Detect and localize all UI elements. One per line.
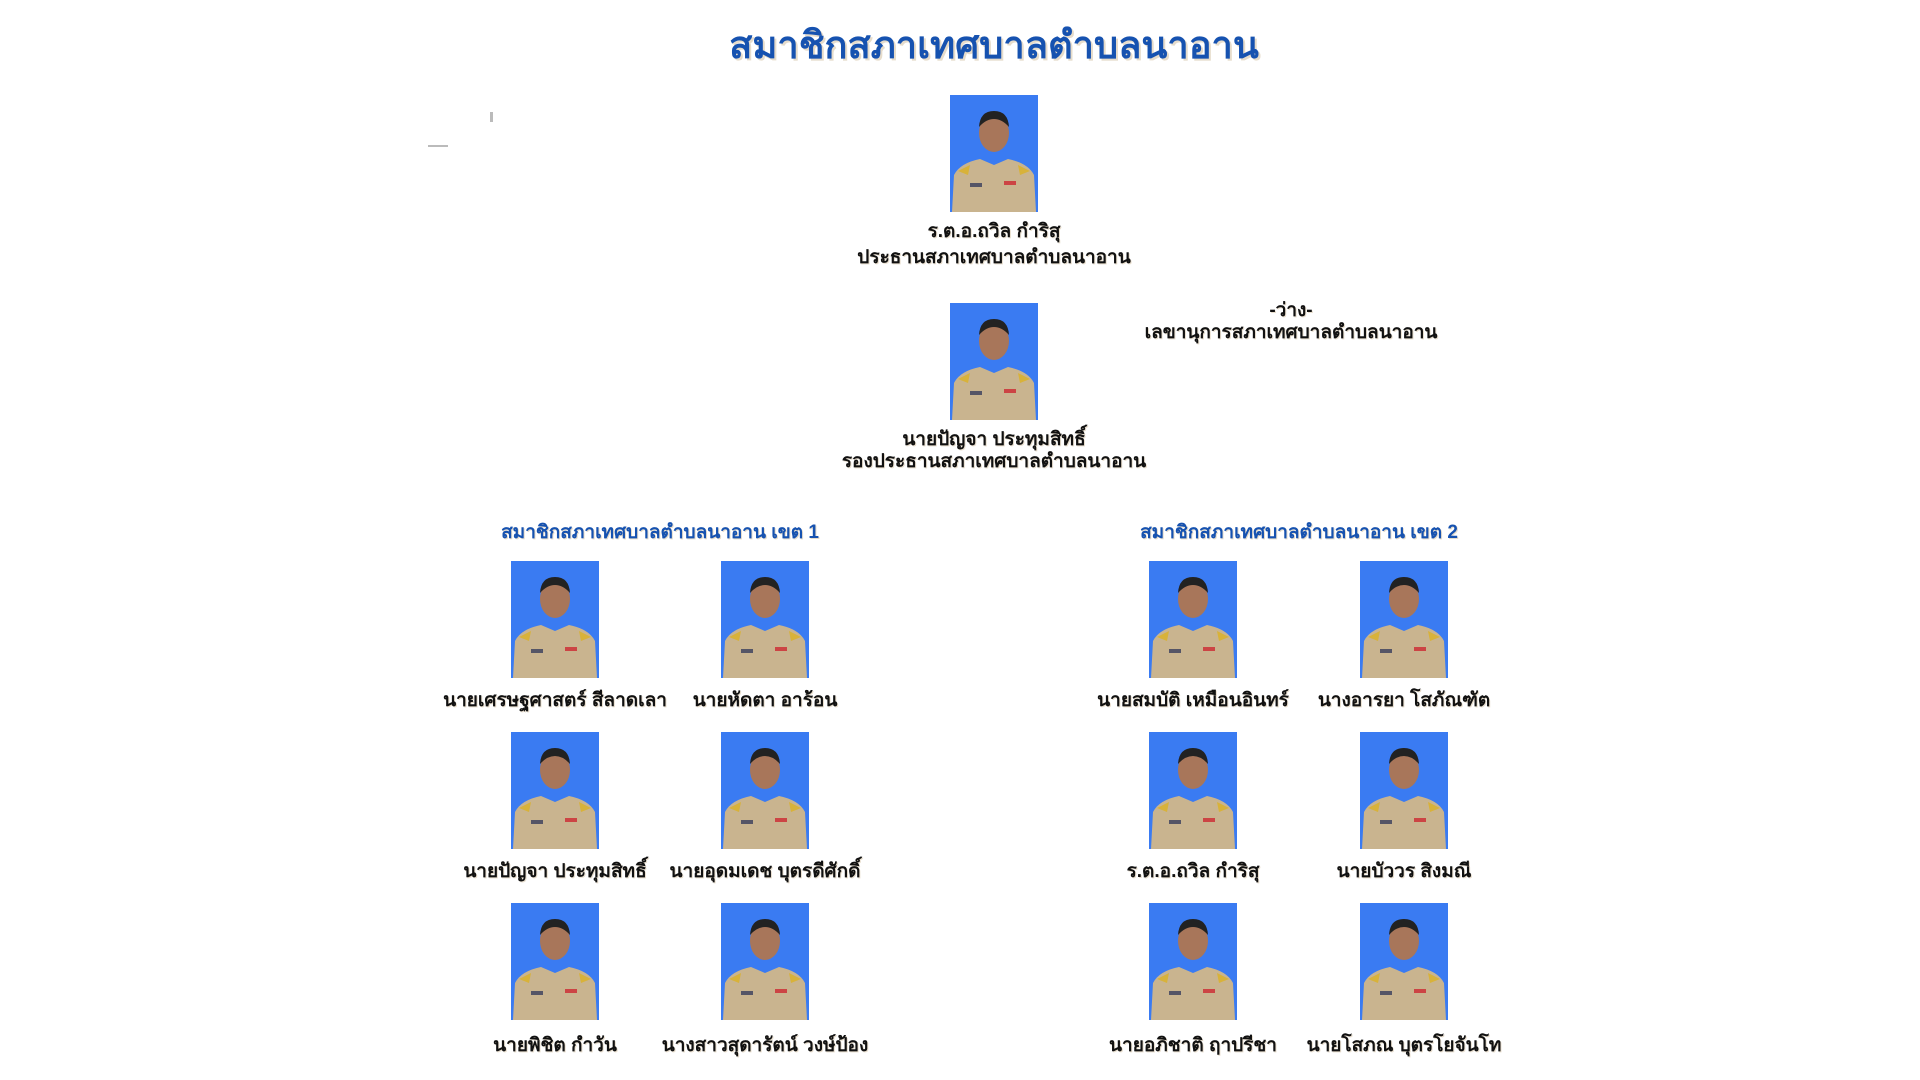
person-portrait-icon	[1362, 919, 1446, 1020]
member-name: นายโสภณ บุตรโยจันโท	[1306, 1035, 1502, 1056]
member-name: นายหัดตา อาร้อน	[692, 690, 838, 711]
member-name: นายสมบัติ เหมือนอินทร์	[1097, 690, 1289, 711]
district-1-heading: สมาชิกสภาเทศบาลตำบลนาอาน เขต 1	[501, 522, 819, 543]
vice-president-photo	[950, 303, 1038, 420]
member-photo	[721, 561, 809, 678]
president-position: ประธานสภาเทศบาลตำบลนาอาน	[857, 247, 1131, 268]
person-portrait-icon	[513, 748, 597, 849]
district-2-heading: สมาชิกสภาเทศบาลตำบลนาอาน เขต 2	[1140, 522, 1458, 543]
member-name: นายอภิชาติ ฤาปรีชา	[1109, 1035, 1277, 1056]
person-portrait-icon	[1151, 919, 1235, 1020]
member-photo	[1360, 903, 1448, 1020]
person-portrait-icon	[1151, 577, 1235, 678]
person-portrait-icon	[513, 577, 597, 678]
person-portrait-icon	[1362, 748, 1446, 849]
vice-president-name: นายปัญจา ประทุมสิทธิ์	[902, 429, 1086, 450]
vice-president-position: รองประธานสภาเทศบาลตำบลนาอาน	[841, 451, 1147, 472]
member-photo	[721, 732, 809, 849]
member-photo	[511, 561, 599, 678]
member-name: นายพิชิต กำวัน	[493, 1035, 617, 1056]
stray-mark	[490, 112, 493, 122]
person-portrait-icon	[723, 748, 807, 849]
member-name: นายปัญจา ประทุมสิทธิ์	[463, 861, 647, 882]
person-portrait-icon	[513, 919, 597, 1020]
member-name: นายบัววร สิงมณี	[1336, 861, 1472, 882]
member-photo	[1149, 903, 1237, 1020]
member-name: นายเศรษฐศาสตร์ สีลาดเลา	[443, 690, 667, 711]
secretary-name: -ว่าง-	[1269, 300, 1313, 321]
member-name: นางสาวสุดารัตน์ วงษ์ป้อง	[661, 1035, 869, 1056]
person-portrait-icon	[723, 577, 807, 678]
member-photo	[1360, 561, 1448, 678]
member-name: ร.ต.อ.ถวิล กำริสุ	[1126, 861, 1260, 882]
member-photo	[511, 903, 599, 1020]
president-name: ร.ต.อ.ถวิล กำริสุ	[927, 221, 1061, 242]
person-portrait-icon	[1151, 748, 1235, 849]
member-name: นายอุดมเดช บุตรดีศักดิ์	[669, 861, 861, 882]
member-name: นางอารยา โสภัณฑัต	[1317, 690, 1491, 711]
member-photo	[1149, 732, 1237, 849]
president-photo	[950, 95, 1038, 212]
person-portrait-icon	[952, 319, 1036, 420]
person-portrait-icon	[952, 111, 1036, 212]
member-photo	[721, 903, 809, 1020]
member-photo	[511, 732, 599, 849]
page-title: สมาชิกสภาเทศบาลตำบลนาอาน	[729, 25, 1259, 67]
member-photo	[1149, 561, 1237, 678]
member-photo	[1360, 732, 1448, 849]
person-portrait-icon	[723, 919, 807, 1020]
stray-mark	[428, 145, 448, 147]
person-portrait-icon	[1362, 577, 1446, 678]
secretary-position: เลขานุการสภาเทศบาลตำบลนาอาน	[1144, 322, 1438, 343]
